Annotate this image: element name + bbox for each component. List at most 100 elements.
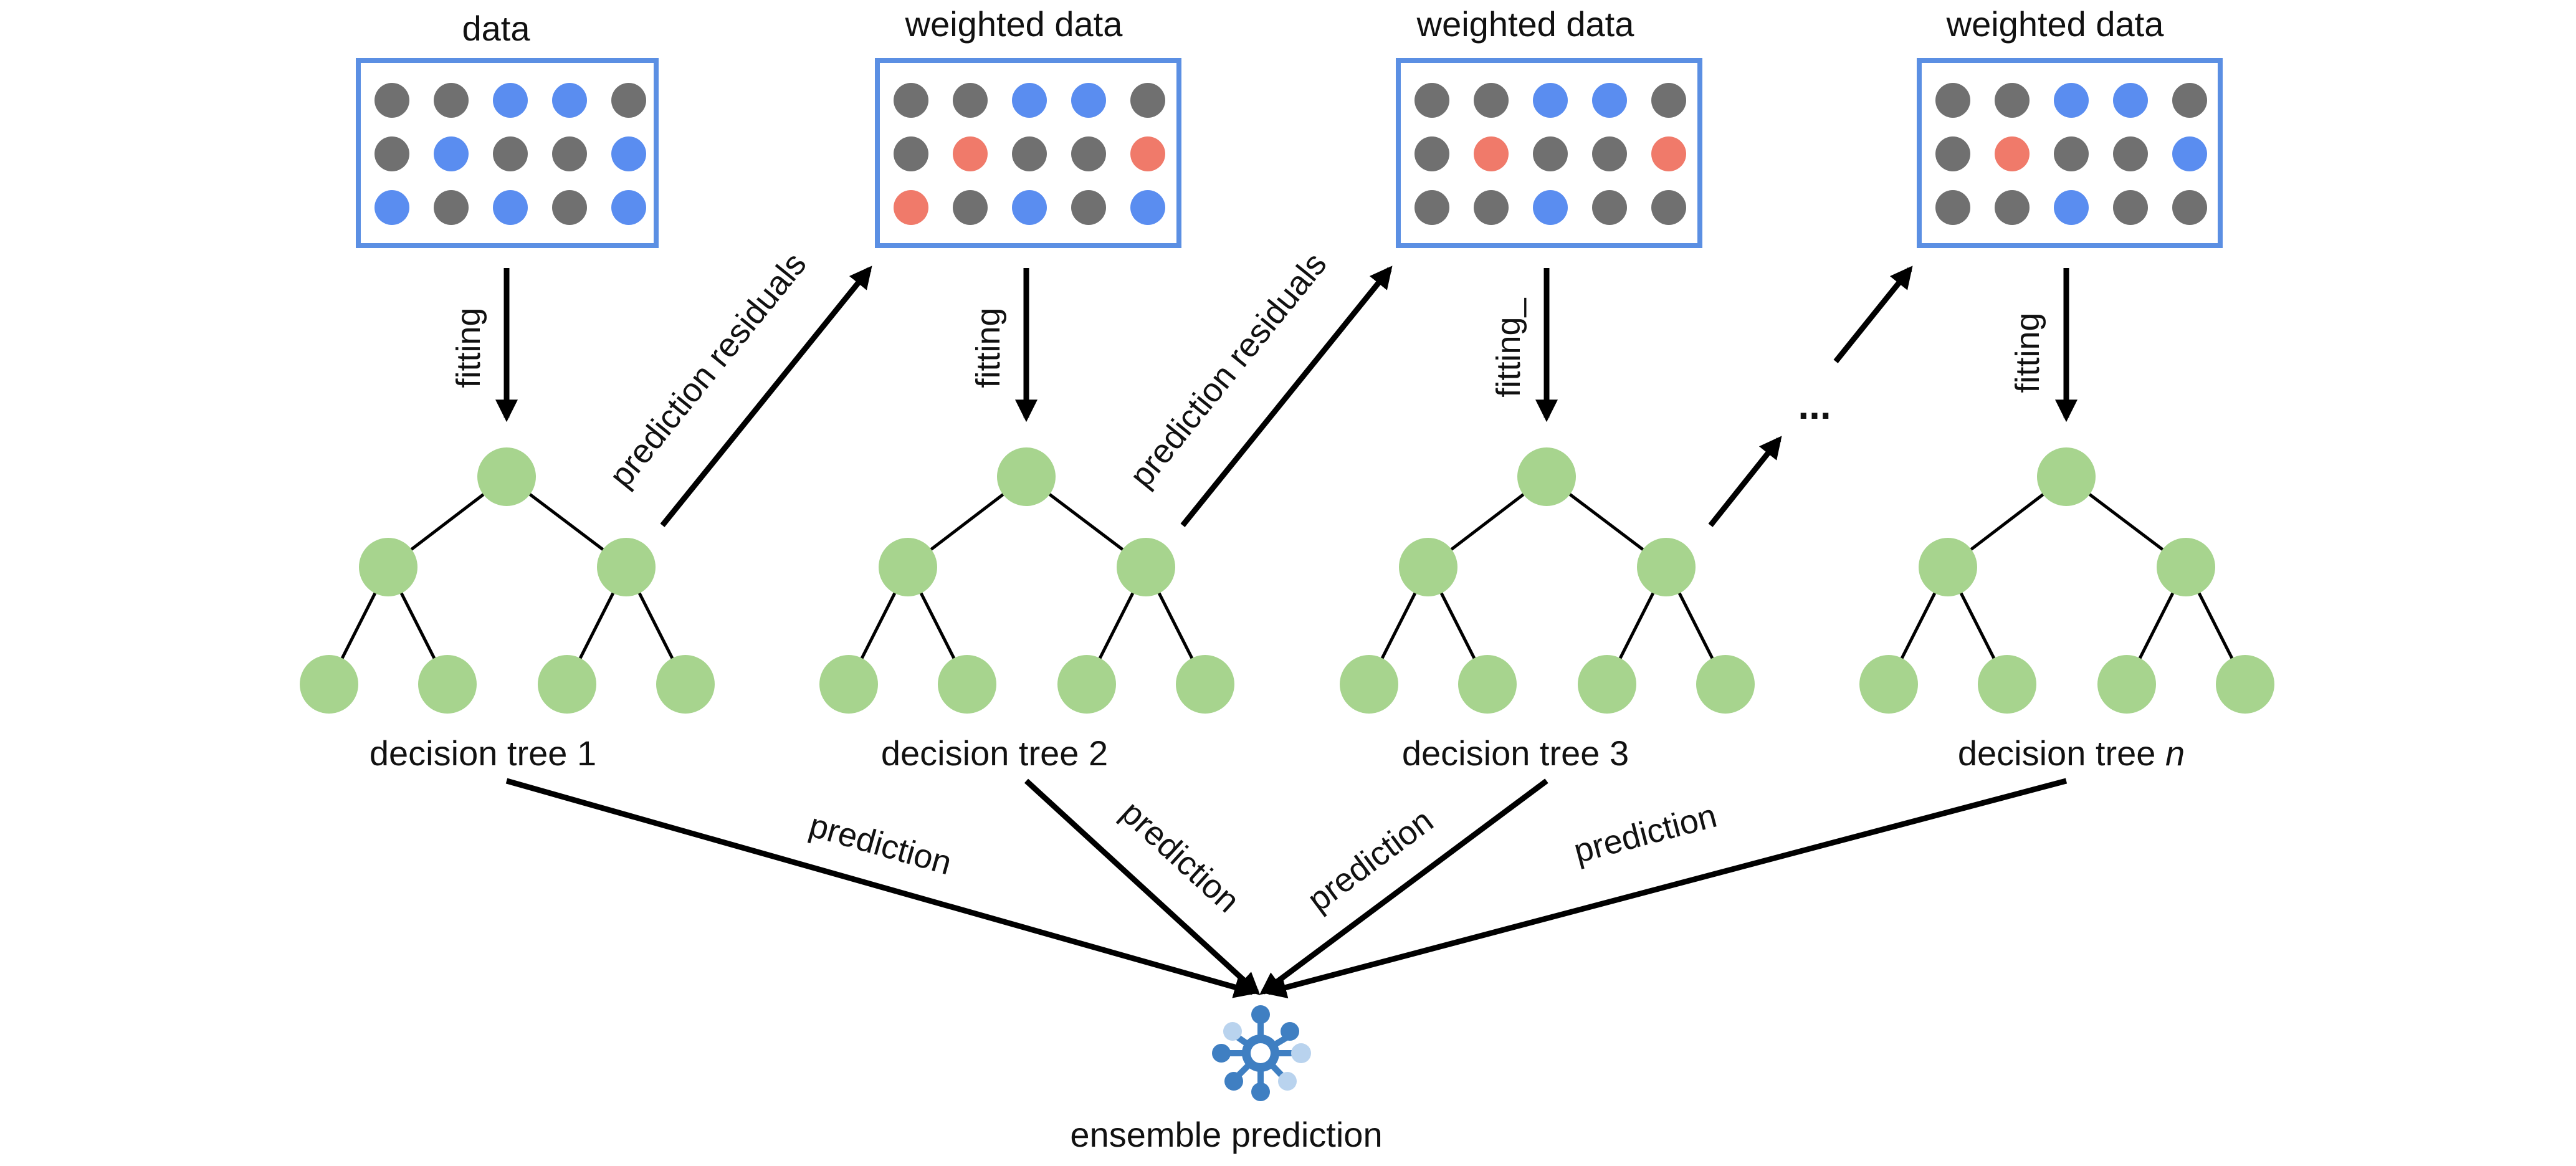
data-box — [875, 58, 1181, 248]
stage-1: data fitting decision tree 1 — [300, 9, 715, 773]
data-point-gray — [1592, 136, 1627, 171]
prediction-label: prediction — [1570, 797, 1721, 871]
data-point-blue — [552, 83, 587, 118]
tree-internal-node — [2157, 538, 2215, 596]
data-points — [1935, 83, 2207, 225]
data-point-blue — [1592, 83, 1627, 118]
ellipsis: ... — [1798, 383, 1831, 428]
tree-internal-node — [597, 538, 656, 596]
data-point-gray — [1414, 136, 1449, 171]
data-point-gray — [1935, 190, 1970, 225]
data-point-gray — [1012, 136, 1047, 171]
decision-tree — [300, 447, 715, 714]
tree-label: decision tree n — [1958, 734, 2185, 773]
data-point-red — [1130, 136, 1165, 171]
data-box — [1396, 58, 1702, 248]
data-box — [356, 58, 659, 248]
tree-leaf-node — [656, 655, 715, 714]
tree-leaf-node — [418, 655, 477, 714]
tree-leaf-node — [300, 655, 358, 714]
data-point-blue — [434, 136, 469, 171]
data-point-gray — [1474, 190, 1509, 225]
tree-leaf-node — [1176, 655, 1234, 714]
data-points — [374, 83, 646, 225]
stage-2: weighted data fitting decision tree 2 — [819, 4, 1234, 773]
data-point-gray — [894, 83, 928, 118]
data-point-blue — [1012, 190, 1047, 225]
data-point-blue — [374, 190, 409, 225]
data-point-gray — [434, 83, 469, 118]
tree-leaf-node — [1978, 655, 2036, 714]
data-point-gray — [953, 83, 988, 118]
data-point-gray — [434, 190, 469, 225]
ensemble-label: ensemble prediction — [1070, 1115, 1382, 1154]
tree-leaf-node — [2216, 655, 2274, 714]
decision-tree — [819, 447, 1234, 714]
data-box — [1917, 58, 2223, 248]
data-point-red — [894, 190, 928, 225]
stage-title: weighted data — [905, 4, 1123, 44]
tree-leaf-node — [1057, 655, 1116, 714]
tree-internal-node — [1399, 538, 1457, 596]
data-point-gray — [552, 190, 587, 225]
data-point-blue — [1071, 83, 1106, 118]
tree-leaf-node — [938, 655, 996, 714]
data-point-gray — [2172, 83, 2207, 118]
data-point-gray — [1995, 190, 2030, 225]
tree-leaf-node — [1340, 655, 1398, 714]
data-point-blue — [1533, 83, 1568, 118]
data-point-blue — [2172, 136, 2207, 171]
data-point-gray — [1414, 190, 1449, 225]
tree-root-node — [1517, 447, 1576, 506]
tree-label: decision tree 1 — [370, 734, 596, 773]
data-point-blue — [2054, 83, 2089, 118]
data-point-gray — [1935, 83, 1970, 118]
fitting-label: fitting — [2009, 312, 2046, 393]
tree-leaf-node — [1458, 655, 1517, 714]
data-point-blue — [611, 190, 646, 225]
data-point-red — [953, 136, 988, 171]
data-point-gray — [1533, 136, 1568, 171]
tree-internal-node — [1637, 538, 1696, 596]
data-point-gray — [1651, 190, 1686, 225]
fitting-label: fitting — [450, 307, 487, 388]
prediction-label: prediction — [1114, 794, 1247, 920]
prediction-label: prediction — [1300, 802, 1440, 919]
stage-n: weighted data fitting decision tree n — [1859, 4, 2274, 773]
fitting-label: fitting_ — [1490, 297, 1527, 397]
tree-root-node — [2037, 447, 2096, 506]
residual-arrow-3: ... — [1708, 265, 1913, 527]
tree-internal-node — [359, 538, 417, 596]
data-point-gray — [1592, 190, 1627, 225]
tree-leaf-node — [2097, 655, 2156, 714]
residual-label: prediction residuals — [602, 246, 813, 494]
data-point-gray — [611, 83, 646, 118]
data-point-blue — [2113, 83, 2148, 118]
data-point-gray — [1071, 136, 1106, 171]
data-points — [894, 83, 1165, 225]
data-point-gray — [2054, 136, 2089, 171]
prediction-arrows: prediction prediction prediction predict… — [505, 778, 2068, 999]
tree-internal-node — [1117, 538, 1175, 596]
data-point-blue — [2054, 190, 2089, 225]
residual-arrow-2: prediction residuals — [1122, 246, 1393, 527]
data-point-blue — [1012, 83, 1047, 118]
tree-leaf-node — [1859, 655, 1918, 714]
fitting-label: fitting — [970, 307, 1007, 388]
residual-arrow-1: prediction residuals — [602, 246, 872, 527]
tree-leaf-node — [1578, 655, 1636, 714]
data-point-blue — [1130, 190, 1165, 225]
tree-leaf-node — [1696, 655, 1755, 714]
data-points — [1414, 83, 1686, 225]
tree-internal-node — [879, 538, 937, 596]
data-point-gray — [374, 136, 409, 171]
data-point-gray — [1071, 190, 1106, 225]
tree-root-node — [477, 447, 536, 506]
tree-leaf-node — [819, 655, 878, 714]
residual-label: prediction residuals — [1122, 246, 1333, 494]
data-point-blue — [493, 190, 528, 225]
network-hub-icon — [1212, 1005, 1311, 1101]
tree-label: decision tree 2 — [881, 734, 1108, 773]
stage-3: weighted data fitting_ decision tree 3 — [1340, 4, 1755, 773]
